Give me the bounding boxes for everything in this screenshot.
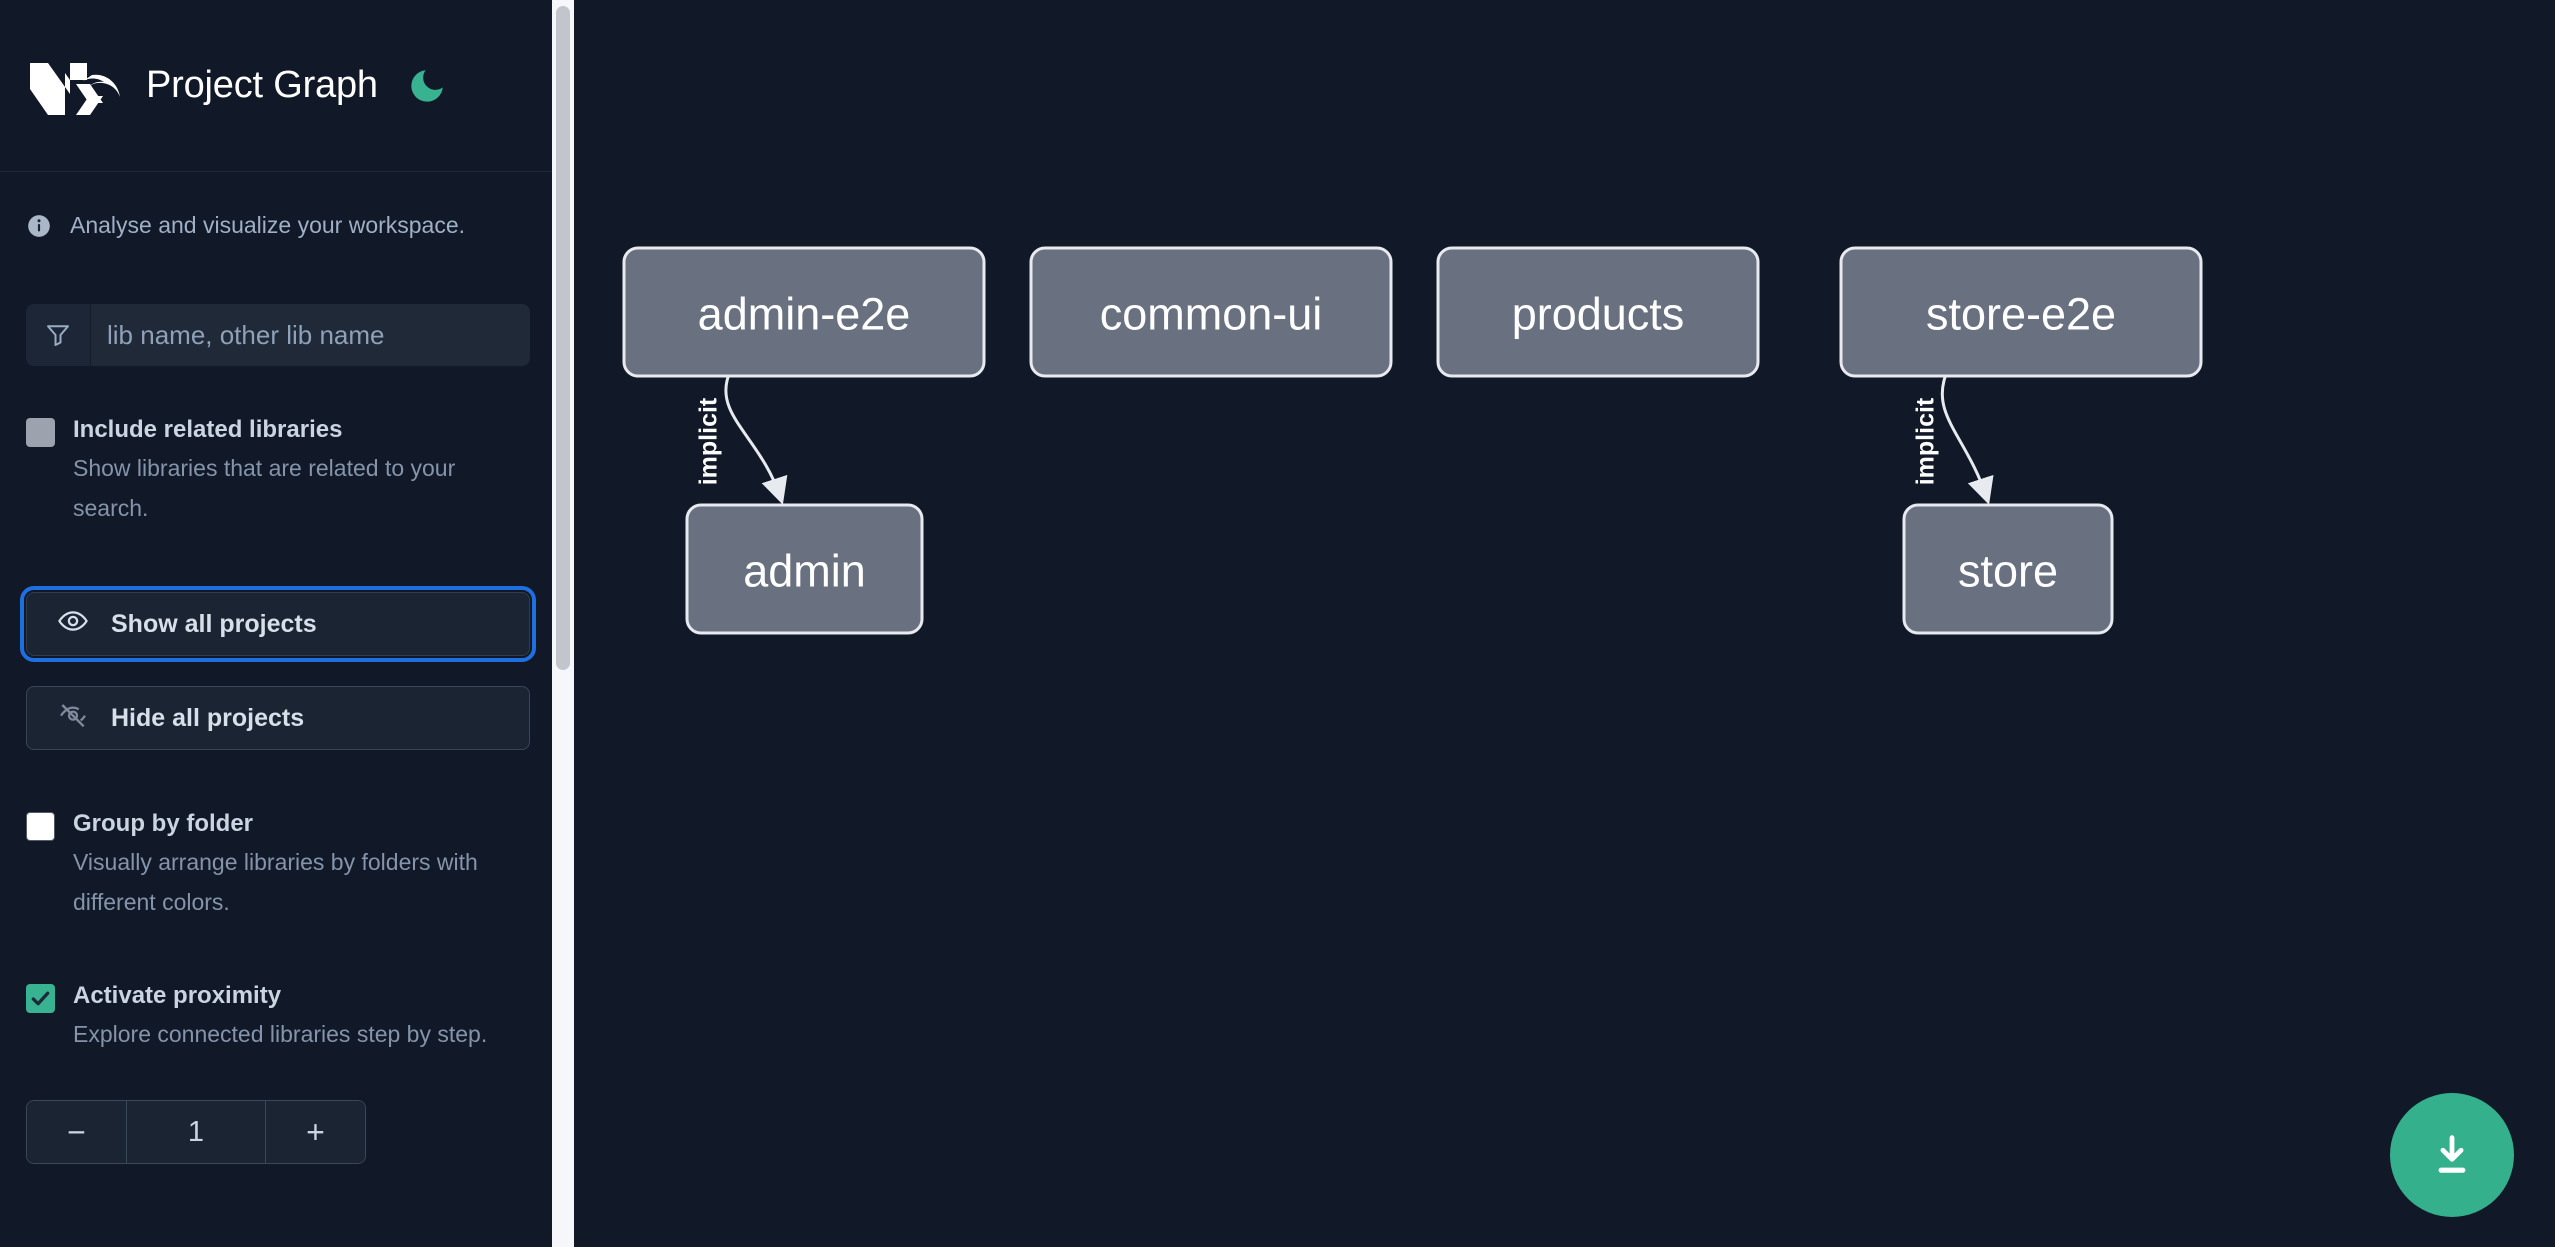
stepper-increment-button[interactable]: + [265,1101,365,1163]
option-label: Group by folder [73,810,253,837]
graph-node[interactable]: store-e2e [1839,246,2203,378]
graph-edge-layer: implicit implicit [694,375,1994,505]
tagline-text: Analyse and visualize your workspace. [70,212,466,238]
graph-node[interactable]: products [1436,246,1760,378]
graph-node-label: store-e2e [1926,289,2116,340]
sidebar-scrollbar-thumb[interactable] [556,6,570,670]
option-text: Group by folder Visually arrange librari… [73,806,513,922]
graph-node[interactable]: admin-e2e [622,246,986,378]
graph-node-box[interactable] [1839,246,2203,378]
graph-node-label: common-ui [1100,289,1323,340]
sidebar-scroll-container: Project Graph Analyse and visualize yo [0,0,556,1247]
graph-edge[interactable] [724,375,788,505]
graph-node[interactable]: common-ui [1029,246,1393,378]
graph-node[interactable]: admin [685,503,924,635]
option-label: Include related libraries [73,416,343,443]
checkbox-activate-proximity[interactable] [26,984,55,1013]
check-icon [31,991,50,1006]
graph-node-label: products [1512,289,1685,340]
info-icon [26,213,52,239]
graph-node-label: store [1958,546,2058,597]
graph-edge-label: implicit [1911,397,1939,485]
graph-node-label: admin [743,546,866,597]
option-description: Visually arrange libraries by folders wi… [73,849,478,915]
graph-node-box[interactable] [1436,246,1760,378]
graph-node[interactable]: store [1902,503,2114,635]
graph-node-box[interactable] [1902,503,2114,635]
option-description: Explore connected libraries step by step… [73,1021,488,1047]
graph-node-label: admin-e2e [698,289,911,340]
project-graph-canvas[interactable]: implicit implicit admin-e2e common-ui produ… [574,0,2555,1247]
graph-node-box[interactable] [685,503,924,635]
option-activate-proximity[interactable]: Activate proximity Explore connected lib… [0,978,556,1054]
option-description: Show libraries that are related to your … [73,455,456,521]
sidebar-tagline: Analyse and visualize your workspace. [0,172,556,239]
option-include-related-libraries[interactable]: Include related libraries Show libraries… [0,412,556,528]
option-text: Include related libraries Show libraries… [73,412,513,528]
graph-node-box[interactable] [1029,246,1393,378]
graph-edge-label: implicit [694,397,722,485]
option-text: Activate proximity Explore connected lib… [73,978,487,1054]
eye-slash-icon [57,699,89,738]
graph-edge[interactable] [1940,375,1994,505]
moon-icon[interactable] [406,65,448,107]
funnel-icon [26,304,91,366]
sidebar-header: Project Graph [0,0,556,172]
graph-node-layer: admin-e2e common-ui products store-e2e admin… [622,246,2203,635]
option-group-by-folder[interactable]: Group by folder Visually arrange librari… [0,806,556,922]
download-graph-button[interactable] [2390,1093,2514,1217]
checkbox-include-related-libraries[interactable] [26,418,55,447]
graph-node-box[interactable] [622,246,986,378]
filter-input-group[interactable] [26,304,530,366]
graph-svg: implicit implicit admin-e2e common-ui produ… [622,246,2203,635]
show-all-projects-label: Show all projects [111,609,317,638]
sidebar-panel: Project Graph Analyse and visualize yo [0,0,556,1247]
hide-all-projects-label: Hide all projects [111,703,305,732]
hide-all-projects-button[interactable]: Hide all projects [26,686,530,750]
search-input[interactable] [91,304,530,366]
download-icon [2438,1135,2466,1173]
nx-logo-icon [26,57,122,115]
proximity-stepper[interactable]: − 1 + [26,1100,366,1164]
eye-icon [57,605,89,644]
stepper-decrement-button[interactable]: − [27,1101,127,1163]
stepper-value: 1 [127,1101,265,1163]
checkbox-group-by-folder[interactable] [26,812,55,841]
option-label: Activate proximity [73,982,282,1009]
show-all-projects-button[interactable]: Show all projects [20,586,536,662]
page-title: Project Graph [146,64,378,106]
